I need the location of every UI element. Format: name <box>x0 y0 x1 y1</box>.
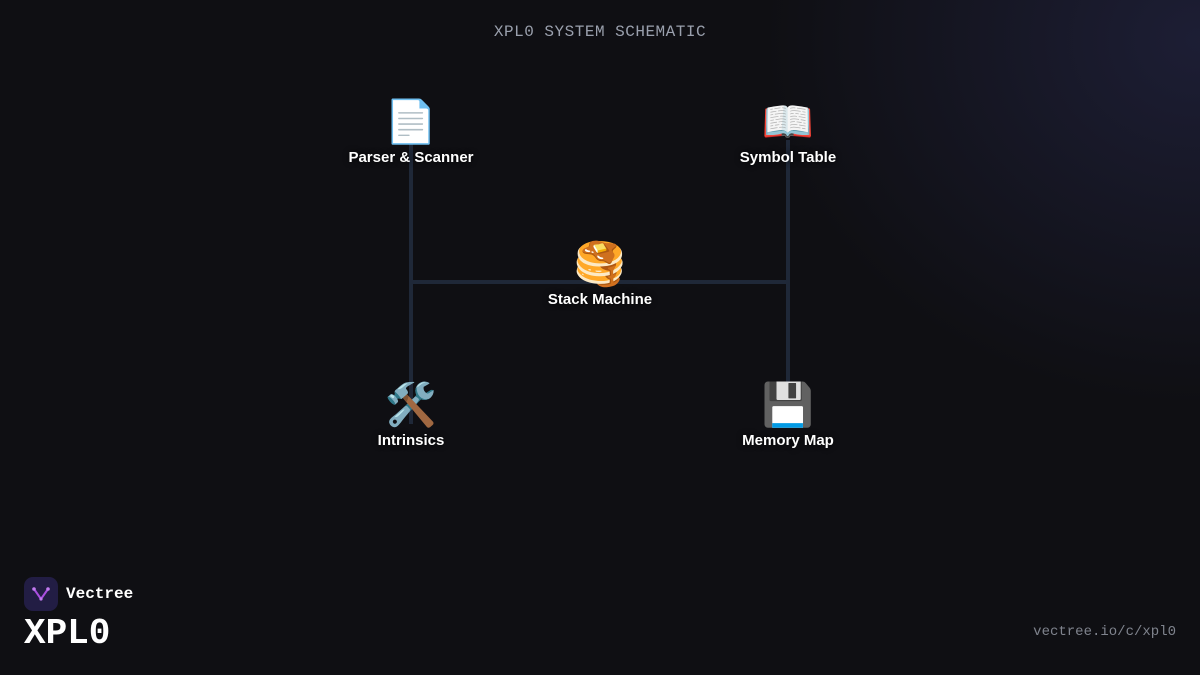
floppy-disk-icon: 💾 <box>761 381 815 428</box>
node-label: Memory Map <box>742 432 834 449</box>
pancakes-icon: 🥞 <box>573 240 627 287</box>
node-stack-machine: 🥞 Stack Machine <box>500 239 700 308</box>
page-facing-up-icon: 📄 <box>384 98 438 145</box>
node-symbol-table: 📖 Symbol Table <box>688 97 888 166</box>
hammer-and-wrench-icon: 🛠️ <box>384 381 438 428</box>
source-url: vectree.io/c/xpl0 <box>1033 624 1176 640</box>
vectree-logo-icon <box>24 577 58 611</box>
node-parser-scanner: 📄 Parser & Scanner <box>311 97 511 166</box>
node-label: Symbol Table <box>739 149 837 166</box>
node-intrinsics: 🛠️ Intrinsics <box>311 380 511 449</box>
brand: Vectree <box>24 577 133 611</box>
node-label: Intrinsics <box>377 432 445 449</box>
open-book-icon: 📖 <box>761 98 815 145</box>
node-memory-map: 💾 Memory Map <box>688 380 888 449</box>
node-label: Stack Machine <box>547 291 653 308</box>
diagram-title: XPL0 SYSTEM SCHEMATIC <box>493 23 707 41</box>
node-label: Parser & Scanner <box>348 149 474 166</box>
product-name: XPL0 <box>24 613 111 654</box>
brand-name: Vectree <box>66 585 134 603</box>
